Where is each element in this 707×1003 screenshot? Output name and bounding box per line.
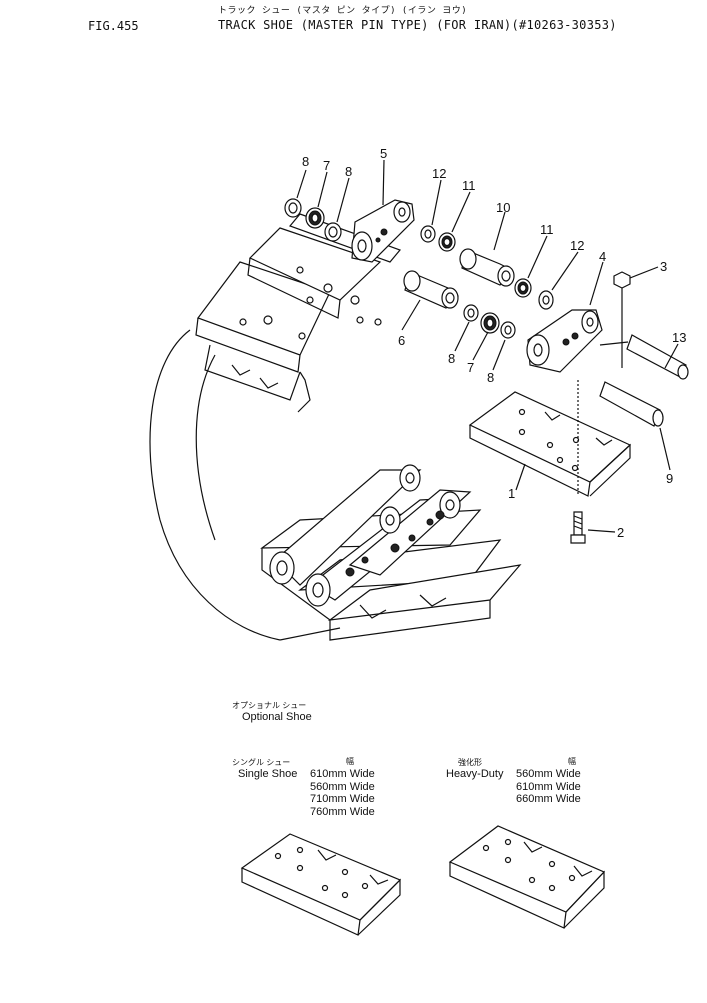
callout-11: 11 xyxy=(540,222,554,237)
figure-number: FIG.455 xyxy=(88,19,139,33)
part-9-pin xyxy=(599,381,661,427)
callout-12: 12 xyxy=(570,238,584,253)
heavy-width-item: 660mm Wide xyxy=(516,793,581,805)
single-shoe-widths: 610mm Wide 560mm Wide 710mm Wide 760mm W… xyxy=(310,768,375,818)
optional-shoe-label: Optional Shoe xyxy=(242,711,312,723)
single-width-label-jp: 幅 xyxy=(346,757,354,766)
callout-1: 1 xyxy=(508,486,515,501)
track-shoe-bottom-3 xyxy=(327,564,522,621)
callout-4: 4 xyxy=(599,249,606,264)
leader-lines xyxy=(296,159,679,533)
callout-13: 13 xyxy=(672,330,686,345)
track-band-bottom-edge xyxy=(279,627,341,641)
callout-9: 9 xyxy=(666,471,673,486)
track-band-left-edge xyxy=(149,329,281,641)
track-shoe-top-1-side xyxy=(195,317,301,373)
callout-2: 2 xyxy=(617,525,624,540)
part-3-nut xyxy=(613,271,631,289)
optional-shoe-label-jp: オプショナル シュー xyxy=(232,701,307,710)
heavy-width-item: 610mm Wide xyxy=(516,780,581,793)
single-width-item: 710mm Wide xyxy=(310,793,375,805)
single-width-item: 760mm Wide xyxy=(310,805,375,818)
optional-shoe-heavy-duty-drawing xyxy=(448,825,606,929)
single-width-item: 560mm Wide xyxy=(310,780,375,793)
heavy-duty-label: Heavy-Duty xyxy=(446,768,504,780)
optional-shoe-single-drawing xyxy=(240,833,402,936)
heavy-width-item: 560mm Wide xyxy=(516,768,581,780)
title-japanese: トラック シュー (マスタ ピン タイプ) (イラン ヨウ) xyxy=(218,6,468,16)
track-assembly xyxy=(149,213,522,641)
single-width-item: 610mm Wide xyxy=(310,768,375,780)
callout-7: 7 xyxy=(467,360,474,375)
callout-8: 8 xyxy=(302,154,309,169)
track-band-inner-edge xyxy=(195,354,216,541)
callout-8: 8 xyxy=(345,164,352,179)
callout-8: 8 xyxy=(448,351,455,366)
callout-numbers: 8 7 8 5 12 11 10 11 12 4 3 13 6 8 7 8 9 … xyxy=(302,146,686,540)
callout-7: 7 xyxy=(323,158,330,173)
callout-8: 8 xyxy=(487,370,494,385)
callout-6: 6 xyxy=(398,333,405,348)
callout-5: 5 xyxy=(380,146,387,161)
callout-11: 11 xyxy=(462,178,476,193)
heavy-duty-label-jp: 強化形 xyxy=(458,758,482,767)
single-shoe-label: Single Shoe xyxy=(238,768,298,780)
callout-10: 10 xyxy=(496,200,510,215)
single-shoe-label-jp: シングル シュー xyxy=(232,758,291,767)
heavy-duty-widths: 560mm Wide 610mm Wide 660mm Wide xyxy=(516,768,581,806)
track-shoe-top-2 xyxy=(248,227,382,301)
part-1-track-shoe xyxy=(468,391,632,483)
heavy-width-label-jp: 幅 xyxy=(568,757,576,766)
callout-12: 12 xyxy=(432,166,446,181)
page-title: TRACK SHOE (MASTER PIN TYPE) (FOR IRAN)(… xyxy=(218,18,617,32)
callout-3: 3 xyxy=(660,259,667,274)
